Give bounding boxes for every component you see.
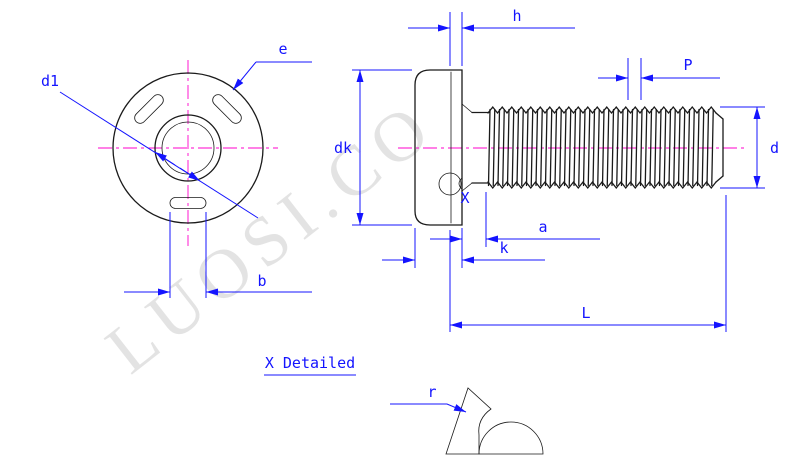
thread-flank-line [511,108,515,187]
dim-label-h: h [512,7,521,25]
dimension-r: r [390,383,467,413]
head-outline [414,69,463,226]
thread-flank-line [502,108,505,187]
dim-label-dk: dk [334,139,352,157]
thread-flank-line [687,108,691,187]
dimension-P: P [598,56,720,100]
underhead-fillet-bottom [461,182,473,192]
thread-flank-line [663,108,667,187]
thread-flank-line [597,108,600,187]
thread-flank-line [706,108,710,187]
tip-chamfer-top [715,112,724,120]
dim-label-P: P [683,56,692,74]
thread-flank-line [701,108,705,187]
undercut-notch [458,177,463,190]
thread-flank-line [592,108,596,187]
dim-label-X: X [460,189,469,207]
slot-bottom [169,197,207,209]
thread-flank-line [673,108,676,187]
watermark-text: LUOSI.CO [93,86,450,389]
thread-flank-line [682,108,686,187]
thread-flank-line [530,108,534,187]
thread-flank-line [492,108,496,187]
thread-flank-line [601,108,605,187]
tip-chamfer-bottom [715,175,724,183]
thread-flank-line [587,108,591,187]
thread-flank-line [692,108,695,187]
thread-flank-line [549,108,553,187]
slot-top-right [212,94,242,124]
dim-label-L: L [581,304,590,322]
thread-flank-line [606,108,610,187]
thread-flank-line [582,108,586,187]
dim-label-d1: d1 [41,72,59,90]
thread-flank-line [677,108,681,187]
thread-flank-line [506,108,510,187]
thread-flank-line [559,108,562,187]
dimension-d: d [720,106,779,189]
dimension-b: b [124,212,312,298]
detail-shank-section [478,421,544,455]
dimension-dk: dk [334,69,412,226]
dim-label-a: a [538,218,547,236]
thread-flank-line [535,108,539,187]
thread-flank-line [668,108,672,187]
dimension-d1: d1 [41,72,259,219]
thread-flank-line [554,108,558,187]
dimension-L: L [449,195,727,332]
dimension-e: e [232,40,312,91]
watermark: LUOSI.CO [93,86,450,389]
thread-flank-line [625,108,629,187]
head-outer-circle [112,72,264,224]
thread-flank-line [540,108,543,187]
thread-flank-line [525,108,529,187]
thread-flank-line [616,108,619,187]
underhead-fillet-top [461,103,473,113]
thread-flank-line [630,108,634,187]
thread-flank-line [644,108,648,187]
thread-flank-line [521,108,524,187]
thread-flank-line [544,108,548,187]
thread-flank-line [654,108,657,187]
dim-label-r: r [427,383,436,401]
dimension-h: h [408,7,575,66]
dimension-a: a [430,192,600,247]
thread-flank-line [639,108,643,187]
dimension-k: k [382,228,545,268]
thread-flank-line [578,108,581,187]
thread-pattern [487,105,717,190]
hole-chamfer-circle [154,114,222,182]
thread-flank-line [568,108,572,187]
thread-flank-line [573,108,577,187]
thread-flank-line [635,108,638,187]
thread-flank-line [649,108,653,187]
detail-head-section [445,387,492,455]
detail-view: X Detailed r [264,354,544,455]
dim-label-b: b [257,272,266,290]
thread-flank-line [516,108,520,187]
thread-flank-line [611,108,615,187]
thread-flank-line [487,108,491,187]
dim-label-e: e [278,40,287,58]
dim-label-d: d [770,139,779,157]
thread-crest-top [487,105,717,115]
thread-flank-line [696,108,700,187]
front-view: d1 e b [41,40,312,298]
side-view: X h P dk [334,7,779,332]
slot-top-left [134,94,164,124]
thread-flank-line [658,108,662,187]
dim-label-k: k [499,239,508,257]
detail-callout-circle [438,172,462,196]
thread-flank-line [711,108,714,187]
detail-title: X Detailed [265,354,355,372]
thread-flank-line [620,108,624,187]
thread-flank-line [497,108,501,187]
thread-flank-line [563,108,567,187]
